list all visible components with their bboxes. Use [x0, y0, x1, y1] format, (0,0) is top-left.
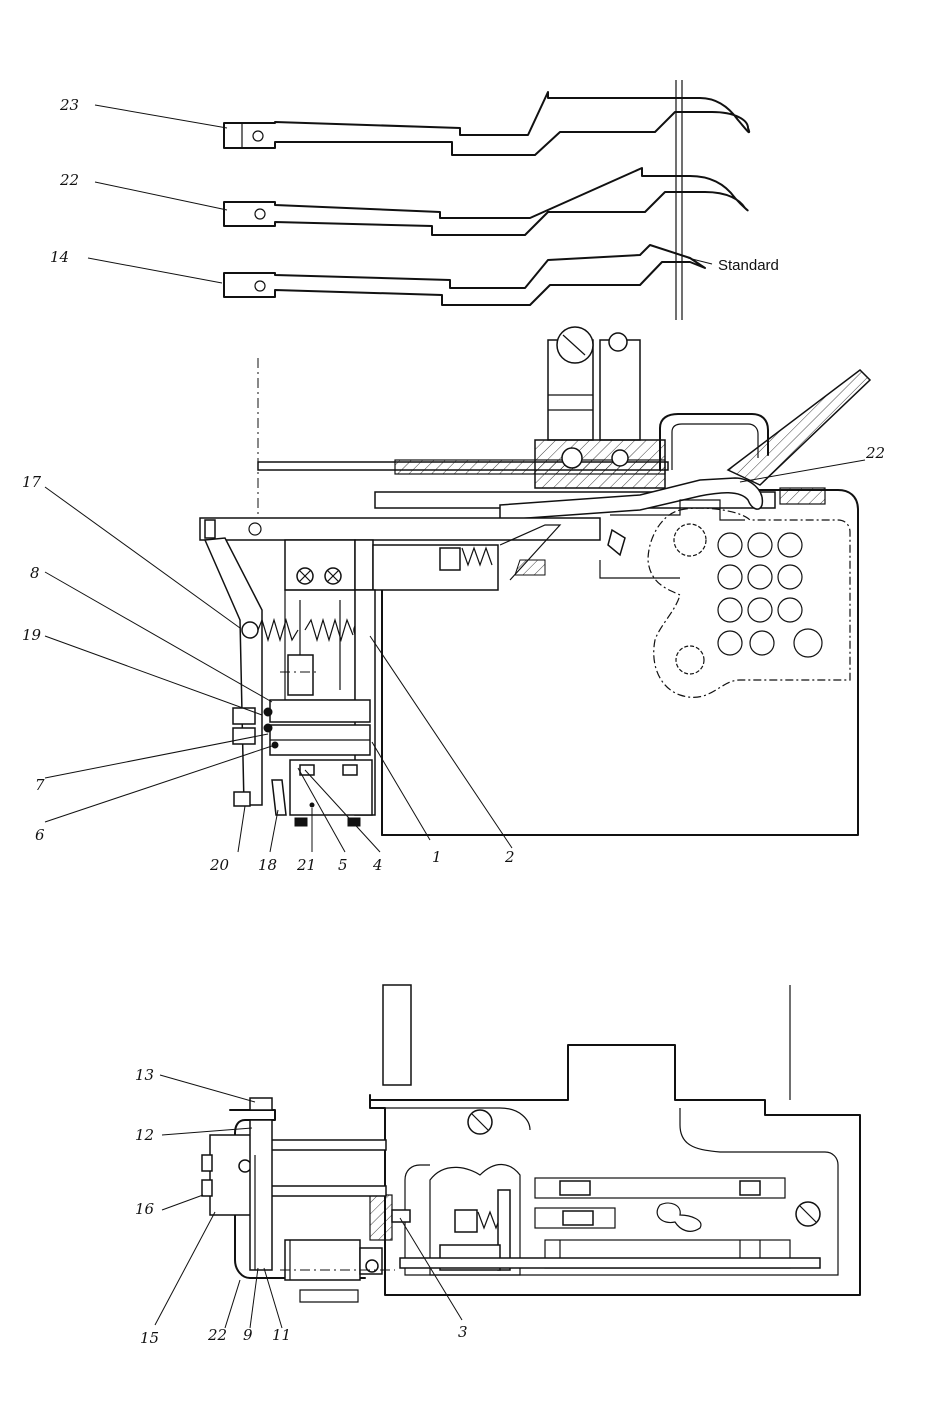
- callout-19: 19: [22, 626, 42, 644]
- presser-foot-22: [224, 168, 748, 235]
- callout-22-top: 22: [59, 171, 79, 189]
- screw-block: [285, 540, 355, 590]
- callout-2: 2: [504, 848, 515, 866]
- callout-23: 23: [59, 96, 79, 114]
- adjust-cylinder: [285, 1240, 360, 1280]
- callout-14: 14: [50, 248, 69, 266]
- foot-14-screw: [255, 281, 265, 291]
- presser-bar-screw: [557, 327, 593, 363]
- callout-7: 7: [35, 776, 45, 794]
- bracket-housing: [373, 545, 498, 590]
- callout-20: 20: [209, 856, 230, 874]
- lifter-lever: [728, 370, 870, 485]
- base-rail: [400, 1258, 820, 1268]
- callout-12: 12: [135, 1126, 154, 1144]
- cam-holes: [674, 524, 822, 674]
- callout-22-bot: 22: [207, 1326, 227, 1344]
- callout-9: 9: [243, 1326, 253, 1344]
- callout-3: 3: [458, 1323, 468, 1341]
- callout-18: 18: [258, 856, 277, 874]
- callout-22-mid: 22: [865, 444, 885, 462]
- vertical-lever-plate: [205, 538, 262, 805]
- upright-column: [383, 985, 411, 1085]
- callout-6: 6: [35, 826, 45, 844]
- callout-1: 1: [432, 848, 442, 866]
- callout-15: 15: [140, 1329, 159, 1347]
- presser-foot-23: [224, 92, 749, 155]
- presser-foot-14: [224, 245, 705, 305]
- callout-16: 16: [135, 1200, 155, 1218]
- presser-bar-clamp: [535, 440, 665, 488]
- foot-22-screw: [255, 209, 265, 219]
- needle-bar: [600, 340, 640, 440]
- foot-23-screw: [253, 131, 263, 141]
- callout-8: 8: [30, 564, 40, 582]
- callout-21: 21: [296, 856, 316, 874]
- callout-11: 11: [272, 1326, 291, 1344]
- plate-8: [270, 700, 370, 722]
- cam-plate: [648, 508, 850, 697]
- presser-feet-group: [224, 80, 749, 320]
- callout-5: 5: [338, 856, 348, 874]
- middle-mechanism: [200, 327, 870, 835]
- callout-labels: 23 22 14 Standard 22 17 8 19 7 6 20 18 2…: [22, 96, 885, 1347]
- guide-arm: [200, 518, 600, 540]
- bottom-mechanism: [202, 985, 860, 1302]
- clip-18: [272, 780, 286, 815]
- callout-17: 17: [22, 473, 42, 491]
- label-standard: Standard: [718, 257, 779, 274]
- callout-4: 4: [372, 856, 383, 874]
- callout-13: 13: [135, 1066, 154, 1084]
